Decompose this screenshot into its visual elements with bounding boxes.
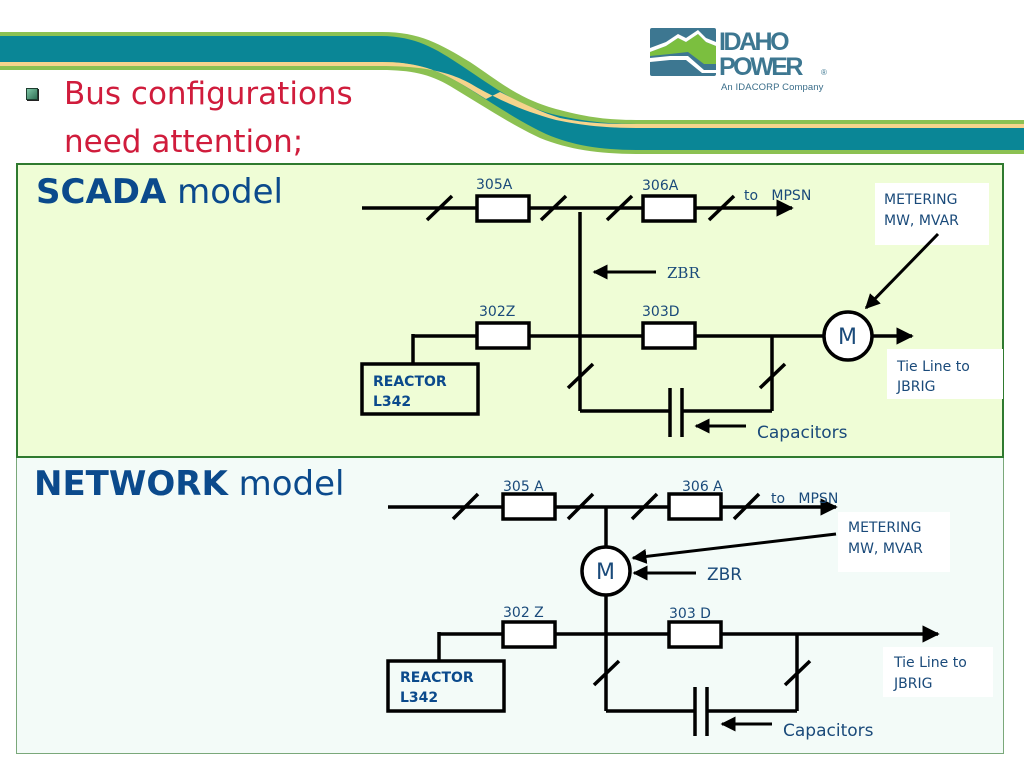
- network-reactor-box: [386, 659, 506, 713]
- network-label-305a: 305 A: [503, 479, 544, 495]
- network-tie-line-2: JBRIG: [893, 676, 932, 692]
- scada-meter-label: M: [838, 325, 857, 350]
- network-breaker-303d: [667, 620, 723, 649]
- scada-title: SCADA model: [36, 172, 283, 212]
- network-switch-6: [783, 659, 812, 687]
- idaho-power-logo: IDAHO POWER ®: [650, 28, 827, 81]
- network-metering-line-2: MW, MVAR: [848, 541, 923, 557]
- scada-labels: 305A 306A to MPSN ZBR 302Z 303D M METERI…: [373, 177, 970, 443]
- scada-panel: [16, 163, 1004, 458]
- scada-switch-4: [707, 194, 736, 222]
- scada-breaker-302z: [475, 321, 531, 350]
- network-reactor-line-2: L342: [400, 690, 438, 706]
- scada-tie-line-box: [887, 349, 1003, 399]
- network-metering-line-1: METERING: [848, 520, 922, 536]
- logo-mountain-icon: [650, 34, 716, 64]
- network-switch-5: [592, 659, 621, 687]
- bullet-icon: [26, 88, 38, 100]
- scada-metering-box: [875, 183, 989, 245]
- scada-metering-arrow: [864, 232, 940, 310]
- scada-switch-3: [605, 194, 634, 222]
- network-meter-label: M: [596, 560, 615, 585]
- network-label-303d: 303 D: [669, 606, 711, 622]
- network-capacitors-label: Capacitors: [783, 721, 874, 741]
- scada-metering-line-2: MW, MVAR: [884, 213, 959, 229]
- network-tie-line-box: [883, 647, 993, 697]
- scada-label-to-mpsn: to MPSN: [744, 188, 811, 204]
- network-metering-arrow: [631, 532, 837, 564]
- network-labels: 305 A 306 A to MPSN ZBR 302 Z 303 D M ME…: [400, 479, 967, 741]
- scada-label-zbr: ZBR: [667, 264, 700, 282]
- network-label-306a: 306 A: [682, 479, 723, 495]
- network-title-rest: model: [227, 464, 345, 504]
- network-switch-4: [732, 492, 761, 521]
- headline-line-2: need attention;: [64, 124, 304, 160]
- network-switch-1: [451, 492, 480, 521]
- scada-switch-1: [425, 194, 454, 222]
- scada-tie-line-1: Tie Line to: [896, 359, 970, 375]
- scada-title-rest: model: [166, 172, 283, 212]
- network-title-bold: NETWORK: [34, 464, 228, 504]
- scada-label-302z: 302Z: [479, 304, 515, 320]
- scada-title-bold: SCADA: [36, 172, 167, 212]
- headline: Bus configurations need attention;: [64, 70, 353, 166]
- logo-tagline: An IDACORP Company: [721, 82, 824, 93]
- scada-tie-line-2: JBRIG: [896, 379, 935, 395]
- network-switch-3: [630, 492, 659, 521]
- network-breaker-302z: [501, 620, 557, 649]
- network-label-302z: 302 Z: [503, 605, 544, 621]
- scada-breaker-303d: [641, 321, 697, 350]
- scada-switch-2: [539, 194, 568, 222]
- network-metering-box: [838, 512, 950, 572]
- scada-label-306a: 306A: [642, 178, 679, 194]
- banner-teal-stripe: [0, 36, 1024, 150]
- scada-reactor-line-1: REACTOR: [373, 374, 447, 390]
- scada-switch-6: [758, 362, 787, 390]
- header-banner: [0, 32, 1024, 154]
- logo-registered-mark: ®: [821, 68, 827, 77]
- scada-diagram: [360, 183, 1003, 437]
- headline-line-1: Bus configurations: [64, 76, 353, 112]
- logo-idaho-text: IDAHO: [719, 28, 789, 56]
- network-breaker-305a: [501, 492, 557, 521]
- scada-reactor-line-2: L342: [373, 394, 411, 410]
- network-tie-line-1: Tie Line to: [893, 655, 967, 671]
- network-title: NETWORK model: [34, 464, 345, 504]
- scada-switch-5: [566, 362, 595, 390]
- network-diagram: [386, 492, 993, 736]
- scada-metering-line-1: METERING: [884, 192, 958, 208]
- scada-label-305a: 305A: [476, 177, 513, 193]
- scada-breaker-305a: [475, 194, 531, 223]
- scada-capacitors-label: Capacitors: [757, 423, 848, 443]
- network-label-zbr: ZBR: [707, 565, 742, 585]
- logo-power-text: POWER: [719, 53, 803, 81]
- network-label-to-mpsn: to MPSN: [771, 491, 838, 507]
- scada-breaker-306a: [641, 194, 697, 223]
- scada-label-303d: 303D: [642, 304, 680, 320]
- network-switch-2: [566, 492, 595, 521]
- network-breaker-306a: [667, 492, 723, 521]
- network-reactor-line-1: REACTOR: [400, 670, 474, 686]
- scada-reactor-box: [360, 362, 480, 416]
